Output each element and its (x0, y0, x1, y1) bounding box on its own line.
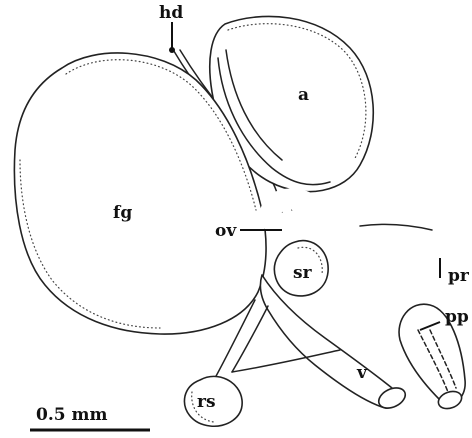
label-pp: pp (445, 307, 469, 327)
label-pr: pr (448, 266, 470, 286)
label-v: v (356, 363, 368, 383)
scale-bar: 0.5 mm (30, 405, 150, 430)
hd-pointer-dot (169, 47, 175, 53)
label-hd: hd (159, 3, 183, 23)
label-sr: sr (293, 263, 313, 283)
label-a: a (298, 85, 309, 105)
scale-bar-label: 0.5 mm (36, 405, 107, 425)
label-fg: fg (113, 203, 132, 223)
label-ov: ov (215, 221, 237, 241)
label-rs: rs (197, 392, 216, 412)
